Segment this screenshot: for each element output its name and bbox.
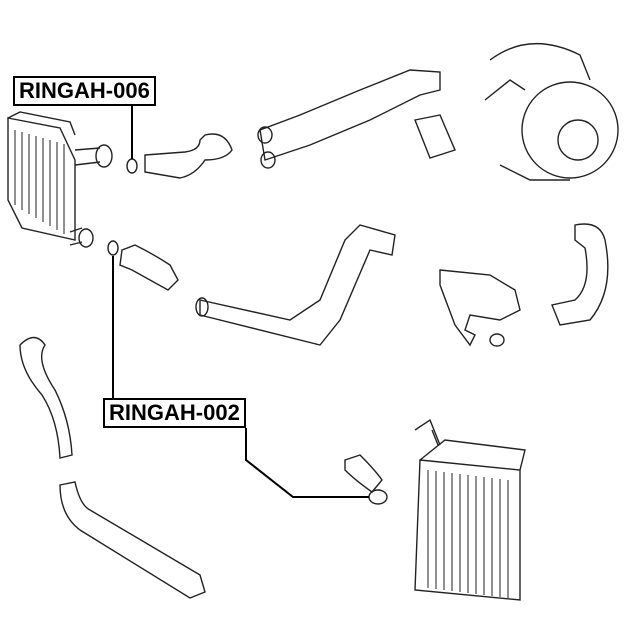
pipe-lower-left xyxy=(59,481,206,599)
o-ring-006 xyxy=(126,158,138,174)
pipe-upper xyxy=(259,69,441,161)
hose-upper xyxy=(144,133,233,179)
hose-middle xyxy=(119,244,179,291)
pipe-middle xyxy=(199,224,396,346)
filter xyxy=(414,114,456,159)
hose-lower-left xyxy=(19,336,73,459)
o-ring-right xyxy=(489,333,505,347)
part-label-ringah-006[interactable]: RINGAH-006 xyxy=(13,76,156,106)
hose-right xyxy=(551,223,609,326)
intercooler-left xyxy=(7,111,113,248)
intercooler-right xyxy=(414,418,526,601)
part-label-ringah-002[interactable]: RINGAH-002 xyxy=(103,398,246,428)
turbocharger xyxy=(484,42,619,181)
hose-small xyxy=(344,454,383,493)
leader-lines xyxy=(112,106,369,498)
o-ring-002-upper xyxy=(107,240,119,256)
valve-housing xyxy=(439,269,521,347)
